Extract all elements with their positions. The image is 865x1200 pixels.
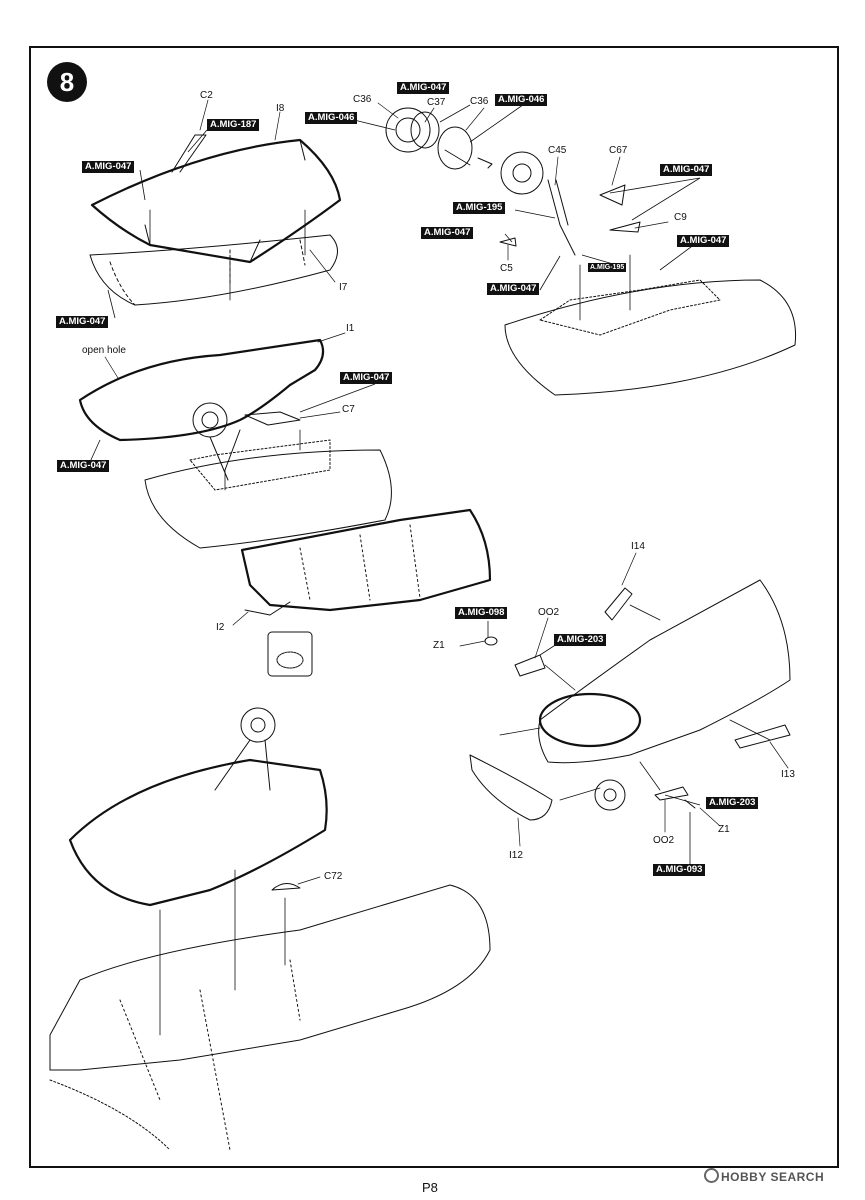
label-i8: I8 <box>276 103 285 114</box>
label-c36-hub: C36 <box>470 96 489 107</box>
label-c72: C72 <box>324 871 343 882</box>
color-tag: A.MIG-047 <box>677 235 730 247</box>
color-tag: A.MIG-195 <box>588 263 627 272</box>
color-tag: A.MIG-047 <box>56 316 109 328</box>
page-number: P8 <box>422 1180 438 1195</box>
color-tag: A.MIG-047 <box>660 164 713 176</box>
color-tag: A.MIG-187 <box>207 119 260 131</box>
label-oo2-lower: OO2 <box>653 835 675 846</box>
label-i1: I1 <box>346 323 355 334</box>
panel-right-upper <box>504 279 797 396</box>
color-tag: A.MIG-046 <box>305 112 358 124</box>
color-tag: A.MIG-195 <box>453 202 506 214</box>
color-tag: A.MIG-098 <box>455 607 508 619</box>
label-open-hole: open hole <box>82 345 126 356</box>
label-c5: C5 <box>500 263 513 274</box>
label-i2: I2 <box>216 622 225 633</box>
label-i13: I13 <box>781 769 795 780</box>
fuselage-part-i2 <box>240 508 492 612</box>
hubcap-c36 <box>437 126 473 170</box>
color-tag: A.MIG-203 <box>554 634 607 646</box>
step-number-badge: 8 <box>47 62 87 102</box>
label-z1-upper: Z1 <box>433 640 445 651</box>
intake-part-i12 <box>469 754 553 821</box>
watermark-text: HOBBY SEARCH <box>721 1170 825 1184</box>
part-c72 <box>271 883 301 891</box>
color-tag: A.MIG-047 <box>397 82 450 94</box>
wheel-c36 <box>385 107 431 153</box>
label-c36-wheel: C36 <box>353 94 372 105</box>
main-fuselage <box>49 884 491 1071</box>
label-c2: C2 <box>200 90 213 101</box>
label-i14: I14 <box>631 541 645 552</box>
color-tag: A.MIG-093 <box>653 864 706 876</box>
label-c7: C7 <box>342 404 355 415</box>
part-c67 <box>599 184 626 206</box>
cover-part-i8 <box>90 138 342 264</box>
color-tag: A.MIG-047 <box>57 460 110 472</box>
wheel-mid <box>192 402 228 438</box>
color-tag: A.MIG-203 <box>706 797 759 809</box>
wheel-assembled <box>500 151 544 195</box>
label-c37: C37 <box>427 97 446 108</box>
part-c7 <box>244 411 301 426</box>
page-frame <box>29 46 839 1168</box>
rod-part-c2 <box>171 134 207 173</box>
part-i13 <box>734 724 791 749</box>
fuselage-part-i1 <box>78 338 325 442</box>
detail-inset <box>267 631 313 677</box>
color-tag: A.MIG-047 <box>82 161 135 173</box>
label-oo2-upper: OO2 <box>538 607 560 618</box>
color-tag: A.MIG-047 <box>340 372 393 384</box>
color-tag: A.MIG-047 <box>487 283 540 295</box>
label-i7: I7 <box>339 282 348 293</box>
nose-section <box>538 579 791 764</box>
rear-fuselage <box>68 758 328 907</box>
panel-part-i7 <box>89 234 338 306</box>
part-i14 <box>604 587 633 621</box>
strut-c45 <box>547 179 576 256</box>
part-oo2 <box>514 654 546 677</box>
color-tag: A.MIG-046 <box>495 94 548 106</box>
watermark: HOBBY SEARCH <box>704 1168 824 1184</box>
label-c67: C67 <box>609 145 628 156</box>
label-c9: C9 <box>674 212 687 223</box>
label-i12: I12 <box>509 850 523 861</box>
color-tag: A.MIG-047 <box>421 227 474 239</box>
label-z1-lower: Z1 <box>718 824 730 835</box>
part-c9 <box>609 221 641 233</box>
panel-mid-lower <box>144 449 392 549</box>
watermark-logo-icon <box>704 1168 719 1183</box>
label-c45: C45 <box>548 145 567 156</box>
